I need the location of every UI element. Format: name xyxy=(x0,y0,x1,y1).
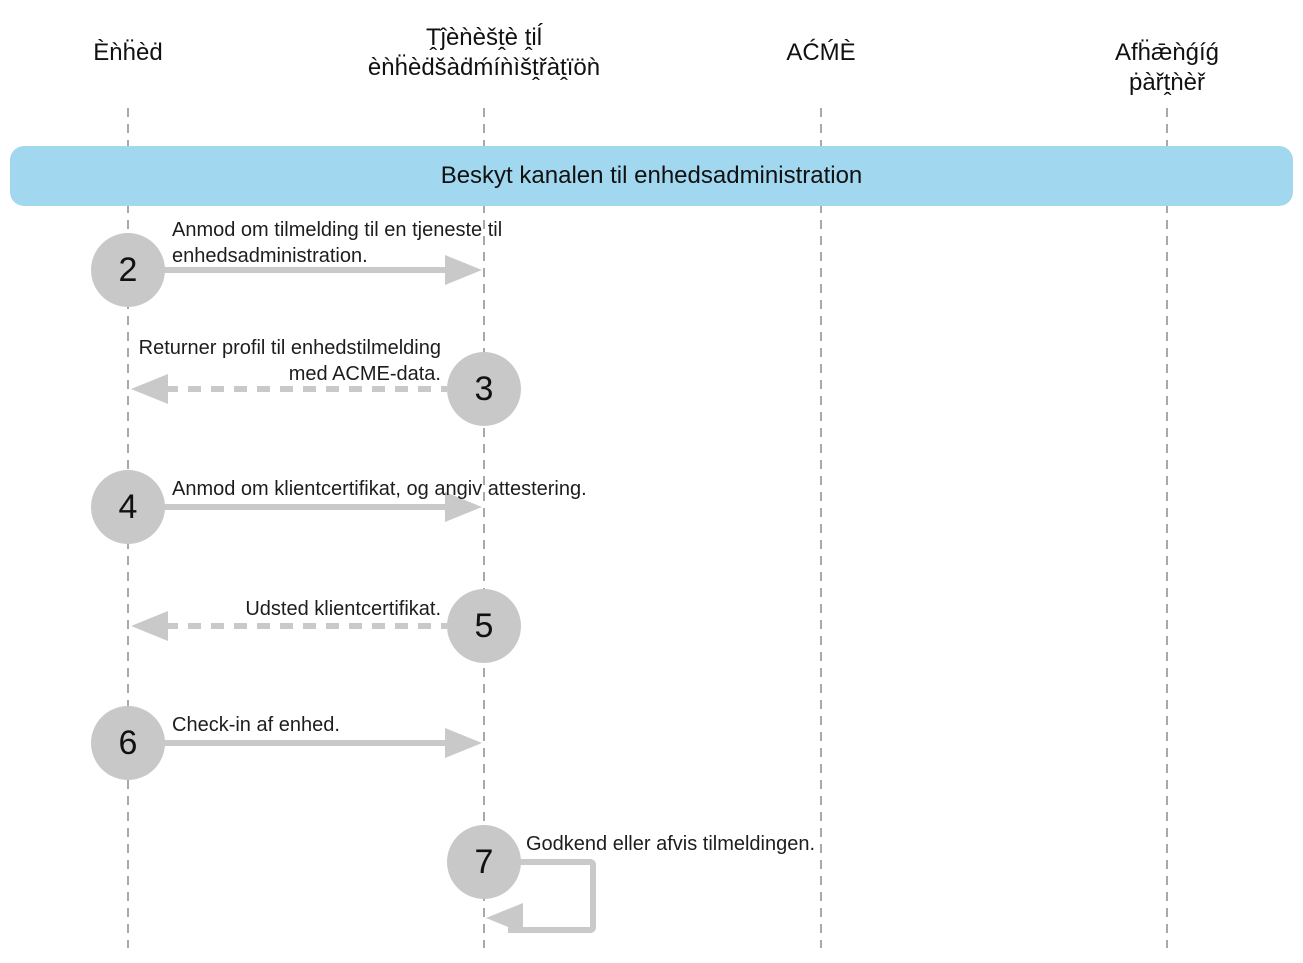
arrow-line xyxy=(165,623,447,629)
step-2-label: Anmod om tilmelding til en tjeneste til … xyxy=(172,219,503,267)
arrowhead-right-icon xyxy=(445,728,482,758)
arrowhead-left-icon xyxy=(131,374,168,404)
step-7-label: Godkend eller afvis tilmeldingen. xyxy=(526,833,816,855)
step-4-label: Anmod om klientcertifikat, og angiv atte… xyxy=(172,478,587,500)
step-7-self-loop xyxy=(508,859,596,933)
step-5-arrow xyxy=(131,611,447,641)
actor-label-enhed: Èǹḧèḋ xyxy=(93,39,163,66)
arrow-line xyxy=(160,267,448,273)
step-4-arrow xyxy=(160,492,482,522)
step-3-circle: 3 xyxy=(447,352,521,426)
arrowhead-right-icon xyxy=(445,492,482,522)
step-3-label: Returner profil til enhedstilmelding med… xyxy=(138,337,441,385)
step-7-circle: 7 xyxy=(447,825,521,899)
step-5-circle: 5 xyxy=(447,589,521,663)
step-5-label: Udsted klientcertifikat. xyxy=(245,598,441,620)
arrow-line xyxy=(165,386,447,392)
channel-protection-banner: Beskyt kanalen til enhedsadministration xyxy=(10,146,1293,206)
lifeline-acme xyxy=(820,108,822,948)
lifeline-tjeneste xyxy=(483,108,485,948)
arrowhead-left-icon xyxy=(486,903,523,933)
step-6-circle: 6 xyxy=(91,706,165,780)
arrow-line xyxy=(160,504,448,510)
arrowhead-left-icon xyxy=(131,611,168,641)
step-6-arrow xyxy=(160,728,482,758)
step-4-circle: 4 xyxy=(91,470,165,544)
step-2-arrow xyxy=(160,255,482,285)
step-2-circle: 2 xyxy=(91,233,165,307)
step-3-arrow xyxy=(131,374,447,404)
step-6-label: Check-in af enhed. xyxy=(172,714,340,736)
actor-label-acme: AĆḾÈ xyxy=(786,39,856,66)
actor-label-tjeneste: Ṱĵèǹèšṱè ṱiĺ èǹḧèḋšàḋḿíǹìšṱřàṱïöǹ xyxy=(367,24,601,81)
banner-label: Beskyt kanalen til enhedsadministration xyxy=(440,162,863,189)
actor-label-afhaengig-partner: Afḧǣǹǵíǵ ṗàřṱǹèř xyxy=(1114,39,1220,96)
arrow-line xyxy=(160,740,448,746)
lifeline-afhaengig-partner xyxy=(1166,108,1168,948)
arrowhead-right-icon xyxy=(445,255,482,285)
